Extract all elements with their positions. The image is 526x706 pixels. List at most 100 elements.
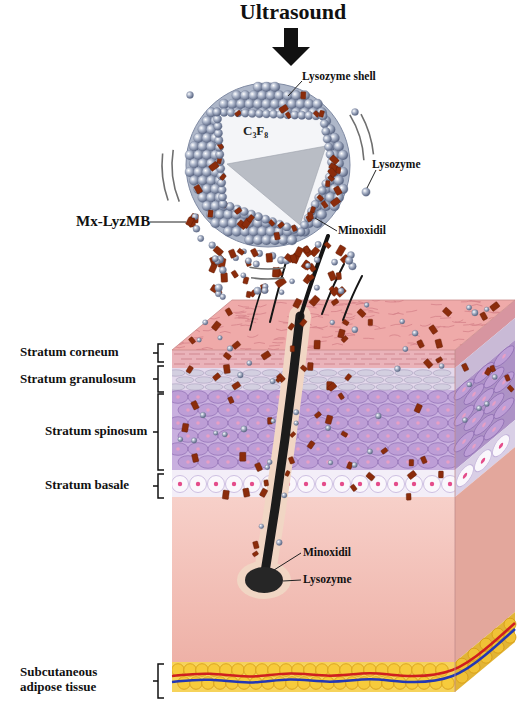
part-label: Minoxidil — [303, 546, 351, 559]
cell-nucleus — [356, 447, 360, 451]
cell-nucleus — [502, 353, 506, 360]
minoxidil-particle — [301, 260, 311, 270]
granulosum-cell — [319, 370, 337, 376]
cell-nucleus — [196, 395, 200, 399]
skin-scale — [344, 316, 355, 318]
skin-scale — [390, 324, 401, 326]
minoxidil-particle — [314, 411, 322, 418]
minoxidil-particle — [438, 471, 443, 478]
skin-scale — [274, 338, 285, 340]
skin-scale — [475, 347, 486, 348]
lysozyme-sphere — [193, 225, 200, 232]
sound-wave — [172, 150, 179, 202]
spinosum-cell — [388, 417, 408, 430]
minoxidil-particle — [290, 431, 296, 437]
spinosum-cell — [218, 430, 238, 443]
corneum-cell — [384, 363, 395, 364]
corneum-cell — [309, 353, 320, 354]
spinosum-cell — [338, 430, 358, 443]
minoxidil-particle — [277, 222, 284, 229]
lysozyme-sphere — [352, 327, 358, 333]
cell-nucleus — [216, 447, 220, 451]
minoxidil-particle — [243, 488, 250, 497]
spinosum-cell — [428, 417, 448, 430]
minoxidil-particle — [240, 452, 246, 461]
lysozyme-sphere — [492, 374, 497, 379]
minoxidil-particle — [293, 298, 302, 309]
corneum-cell — [234, 353, 245, 354]
lysozyme-sphere — [245, 258, 251, 264]
minoxidil-particle — [429, 325, 438, 335]
leader-line — [367, 170, 376, 188]
basale-cell — [388, 476, 405, 493]
minoxidil-particle — [301, 92, 306, 99]
lysozyme-sphere — [187, 92, 194, 99]
skin-scale — [233, 311, 244, 313]
layer-bracket — [153, 474, 164, 498]
lysozyme-sphere — [314, 285, 319, 290]
fat-cell — [412, 664, 425, 677]
corneum-cell — [324, 353, 335, 354]
spinosum-cell — [494, 342, 514, 371]
lysozyme-sphere — [282, 493, 287, 498]
minoxidil-particle — [406, 493, 411, 500]
skin-scale — [209, 317, 220, 319]
cell-nucleus — [246, 434, 250, 438]
minoxidil-particle — [223, 364, 230, 373]
skin-scale — [434, 326, 445, 327]
spinosum-cell — [388, 391, 408, 404]
skin-scale — [452, 320, 463, 323]
lysozyme-sphere — [222, 432, 227, 437]
gas-core — [217, 112, 333, 232]
lysozyme-sphere — [462, 417, 467, 422]
cell-nucleus — [366, 408, 370, 412]
spinosum-cell — [298, 430, 318, 443]
minoxidil-particle — [288, 456, 295, 464]
minoxidil-particle — [222, 490, 229, 499]
cell-nucleus — [326, 408, 330, 412]
dermis-layer — [172, 497, 455, 662]
corneum-cell — [211, 358, 222, 359]
lysozyme-sphere — [403, 346, 408, 351]
cell-nucleus — [214, 482, 218, 486]
skin-scale — [189, 329, 200, 331]
spinosum-cell — [218, 404, 238, 417]
granulosum-cell — [395, 384, 413, 390]
minoxidil-particle — [232, 381, 241, 390]
lysozyme-sphere — [200, 412, 206, 418]
lysozyme-sphere — [241, 273, 246, 278]
spinosum-cell — [318, 456, 338, 469]
skin-scale — [274, 338, 285, 339]
skin-scale — [389, 335, 400, 337]
skin-scale — [276, 302, 287, 304]
spinosum-cell — [338, 404, 358, 417]
basale-cell — [424, 476, 441, 493]
skin-scale — [236, 315, 247, 316]
granulosum-cell — [414, 384, 432, 390]
fat-cell — [322, 677, 335, 690]
layer-label: Stratum basale — [45, 478, 129, 493]
basale-cell — [457, 460, 474, 491]
spinosum-cell — [188, 443, 208, 456]
lysozyme-sphere — [213, 108, 221, 116]
minoxidil-particle — [221, 273, 228, 283]
lysozyme-sphere — [241, 426, 247, 432]
minoxidil-particle — [327, 382, 337, 392]
granulosum-cell — [243, 384, 261, 390]
cell-nucleus — [499, 442, 503, 450]
minoxidil-particle — [186, 365, 194, 373]
minoxidil-particle — [342, 319, 349, 326]
spinosum-cell — [178, 430, 198, 443]
corneum-cell — [391, 358, 402, 359]
spinosum-cell — [378, 430, 398, 443]
cell-nucleus — [336, 421, 340, 425]
basale-cell — [172, 476, 189, 493]
cell-nucleus — [396, 447, 400, 451]
hair-bulb — [245, 567, 283, 593]
corneum-cell — [399, 353, 410, 354]
skin-scale — [470, 349, 481, 351]
basale-cell — [298, 476, 315, 493]
minoxidil-particle — [191, 400, 200, 410]
spinosum-cell — [188, 391, 208, 404]
cell-nucleus — [376, 482, 380, 486]
